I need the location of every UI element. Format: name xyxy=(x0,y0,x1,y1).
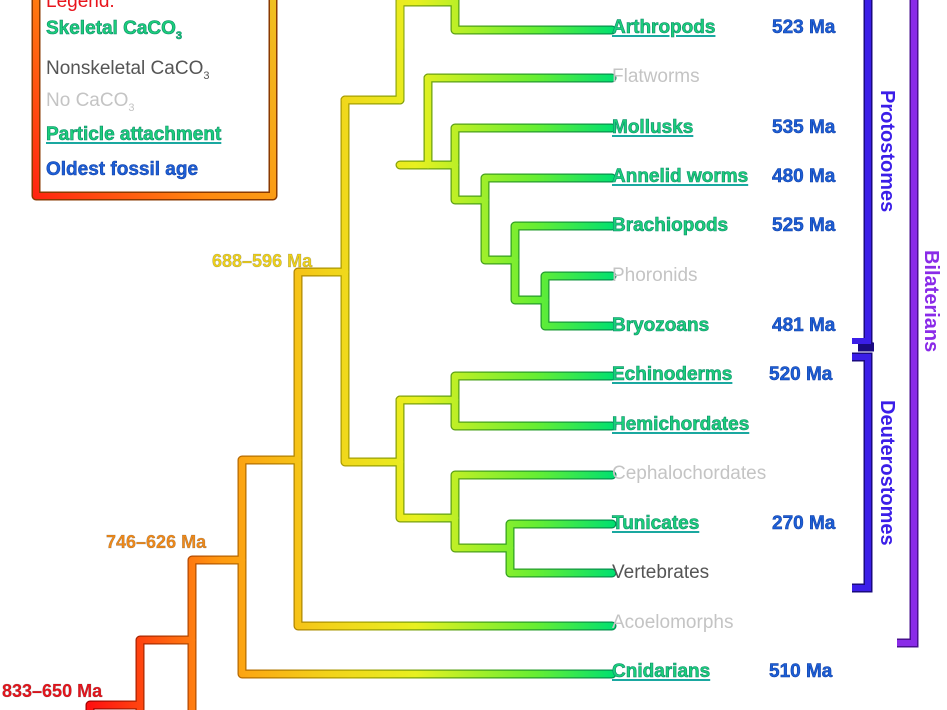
legend-skeletal: Skeletal CaCO3 xyxy=(46,18,183,42)
taxon-cnidarians: Cnidarians xyxy=(612,661,711,683)
branch-hemichordates-outline xyxy=(450,395,617,431)
branch-hemichordates xyxy=(451,396,616,430)
branch-flatworms-node-outline xyxy=(340,0,405,105)
branch-cephalochordates xyxy=(451,471,616,522)
branch-brachiopods-outline xyxy=(480,195,617,265)
branch-annelids xyxy=(451,161,616,204)
legend-title: Legend: xyxy=(46,0,115,12)
node-age-746-626: 746–626 Ma xyxy=(106,532,207,553)
branch-protostomes-stem-outline xyxy=(340,95,405,467)
branch-root xyxy=(86,636,196,710)
taxon-hemichordates: Hemichordates xyxy=(612,414,750,436)
branch-protostome-inner-outline xyxy=(395,0,433,170)
age-arthropods: 523 Ma xyxy=(772,17,836,39)
taxon-bryozoans: Bryozoans xyxy=(612,315,710,337)
branch-node3-outline xyxy=(187,555,247,710)
taxon-phoronids: Phoronids xyxy=(612,265,698,286)
branch-bryozoans-outline xyxy=(540,295,617,331)
branch-annelids-outline xyxy=(450,160,617,205)
age-bryozoans: 481 Ma xyxy=(772,315,836,337)
branch-phoronids xyxy=(511,256,616,304)
node-age-688-596: 688–596 Ma xyxy=(212,251,313,272)
legend-nonskeletal: Nonskeletal CaCO3 xyxy=(46,58,210,82)
label-protostomes: Protostomes xyxy=(876,90,898,213)
age-echinoderms: 520 Ma xyxy=(769,364,833,386)
taxon-cephalochordates: Cephalochordates xyxy=(612,463,767,484)
age-mollusks: 535 Ma xyxy=(772,117,836,139)
age-brachiopods: 525 Ma xyxy=(772,215,836,237)
taxon-arthropods: Arthropods xyxy=(612,17,716,39)
branch-brachiopods xyxy=(481,196,616,264)
label-bilaterians: Bilaterians xyxy=(920,250,942,353)
legend-particle: Particle attachment xyxy=(46,124,222,146)
branch-vertebrates-outline xyxy=(505,543,617,578)
branch-arthropods-outline xyxy=(395,0,617,53)
branch-bilaterian-stem xyxy=(294,268,616,630)
taxon-annelid-worms: Annelid worms xyxy=(612,166,749,188)
branch-node3 xyxy=(188,556,246,710)
taxon-echinoderms: Echinoderms xyxy=(612,364,733,386)
branch-phoronids-outline xyxy=(510,255,617,305)
branch-bryozoans xyxy=(541,296,616,330)
branch-flatworms-node xyxy=(341,0,404,104)
branch-deuterostome-node xyxy=(396,396,459,522)
taxon-vertebrates: Vertebrates xyxy=(612,562,710,583)
taxon-brachiopods: Brachiopods xyxy=(612,215,729,237)
branch-cephalochordates-outline xyxy=(450,470,617,523)
branch-deuterostome-node-outline xyxy=(395,395,460,523)
label-deuterostomes: Deuterostomes xyxy=(876,400,898,546)
branch-node2 xyxy=(238,456,616,678)
branch-protostomes-stem xyxy=(341,96,404,466)
taxon-mollusks: Mollusks xyxy=(612,117,694,139)
taxon-flatworms: Flatworms xyxy=(612,66,700,87)
age-tunicates: 270 Ma xyxy=(772,513,836,535)
node-age-833-650: 833–650 Ma xyxy=(2,681,103,702)
taxon-acoelomorphs: Acoelomorphs xyxy=(612,612,734,633)
legend-oldest: Oldest fossil age xyxy=(46,159,199,181)
branch-mollusks xyxy=(424,124,616,169)
legend-nocaco: No CaCO3 xyxy=(46,90,135,114)
branch-tunicates xyxy=(451,514,616,552)
branch-arthropods xyxy=(396,0,616,52)
branch-vertebrates xyxy=(506,544,616,577)
age-cnidarians: 510 Ma xyxy=(769,661,833,683)
branch-echinoderms-outline xyxy=(395,371,617,405)
age-annelid-worms: 480 Ma xyxy=(772,166,836,188)
taxon-tunicates: Tunicates xyxy=(612,513,700,535)
